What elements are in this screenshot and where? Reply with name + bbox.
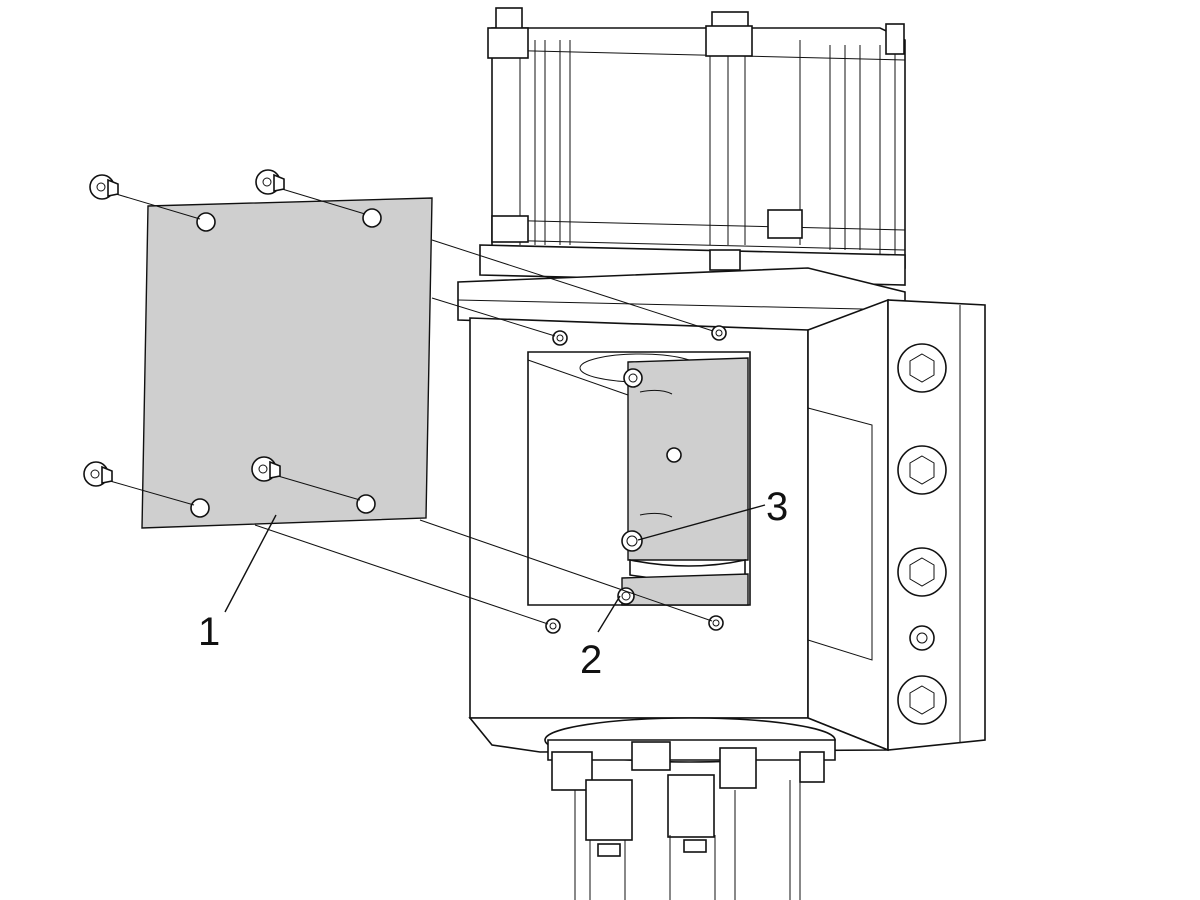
lower-assembly: [544, 717, 836, 900]
callout-3: 3: [766, 485, 788, 529]
cover-screws: [83, 169, 285, 487]
screw-top-left: [89, 174, 119, 200]
callout-2: 2: [580, 638, 602, 682]
shaft-coupling: [617, 357, 749, 606]
leader-1: [224, 514, 277, 613]
callouts: 1 2 3: [198, 485, 788, 682]
side-fittings: [897, 343, 947, 725]
motor-housing: [479, 7, 906, 286]
explode-lines: [109, 188, 714, 625]
screw-bottom-right: [251, 456, 281, 482]
screw-bottom-left: [83, 461, 113, 487]
callout-1: 1: [198, 610, 220, 654]
cover-plate: [141, 197, 433, 529]
screw-top-right: [255, 169, 285, 195]
leader-3: [637, 504, 766, 541]
front-face-holes: [545, 325, 727, 634]
leader-2: [597, 595, 621, 633]
